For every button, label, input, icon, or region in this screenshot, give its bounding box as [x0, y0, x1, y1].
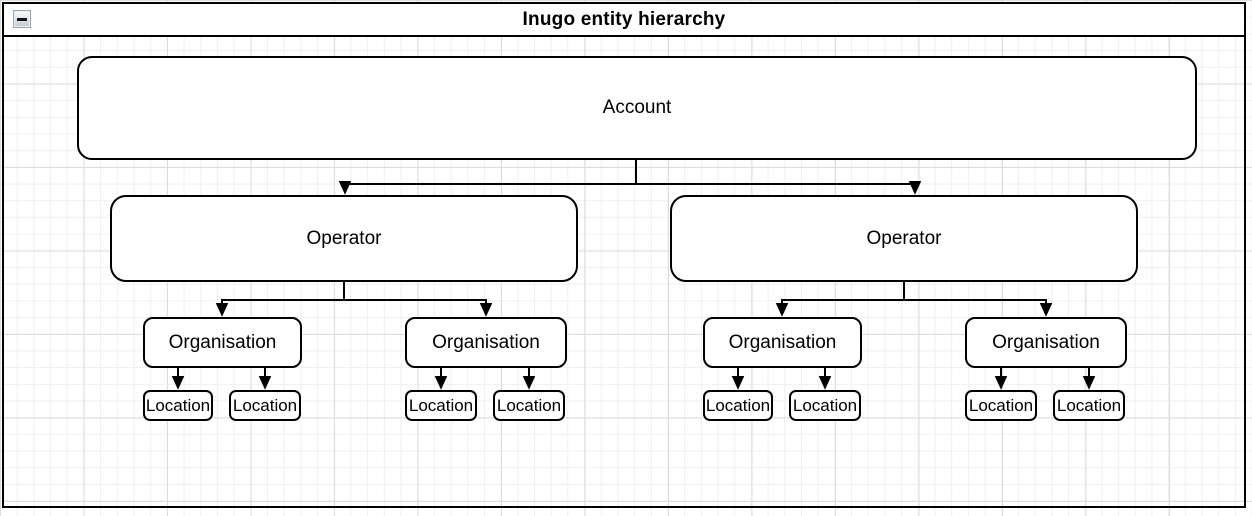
node-location-1[interactable]: Location	[143, 390, 213, 421]
edge-account-operator-2[interactable]	[635, 160, 915, 192]
edge-operator-1-organisation-2[interactable]	[343, 282, 486, 314]
edge-operator-2-organisation-4[interactable]	[903, 282, 1046, 314]
node-location-6[interactable]: Location	[789, 390, 861, 421]
node-operator-2[interactable]: Operator	[670, 195, 1138, 282]
node-location-4[interactable]: Location	[493, 390, 565, 421]
node-organisation-2[interactable]: Organisation	[405, 317, 567, 368]
node-organisation-3[interactable]: Organisation	[703, 317, 862, 368]
node-account[interactable]: Account	[77, 56, 1197, 160]
collapse-button[interactable]	[13, 10, 31, 28]
node-location-3[interactable]: Location	[405, 390, 477, 421]
node-location-2[interactable]: Location	[229, 390, 301, 421]
minus-icon	[17, 17, 27, 21]
diagram-window: Inugo entity hierarchy	[2, 2, 1246, 508]
titlebar: Inugo entity hierarchy	[4, 4, 1244, 37]
node-organisation-1[interactable]: Organisation	[143, 317, 302, 368]
node-location-7[interactable]: Location	[965, 390, 1037, 421]
node-operator-1[interactable]: Operator	[110, 195, 578, 282]
node-location-5[interactable]: Location	[703, 390, 773, 421]
node-organisation-4[interactable]: Organisation	[965, 317, 1127, 368]
node-location-8[interactable]: Location	[1053, 390, 1125, 421]
diagram-title: Inugo entity hierarchy	[522, 8, 726, 30]
